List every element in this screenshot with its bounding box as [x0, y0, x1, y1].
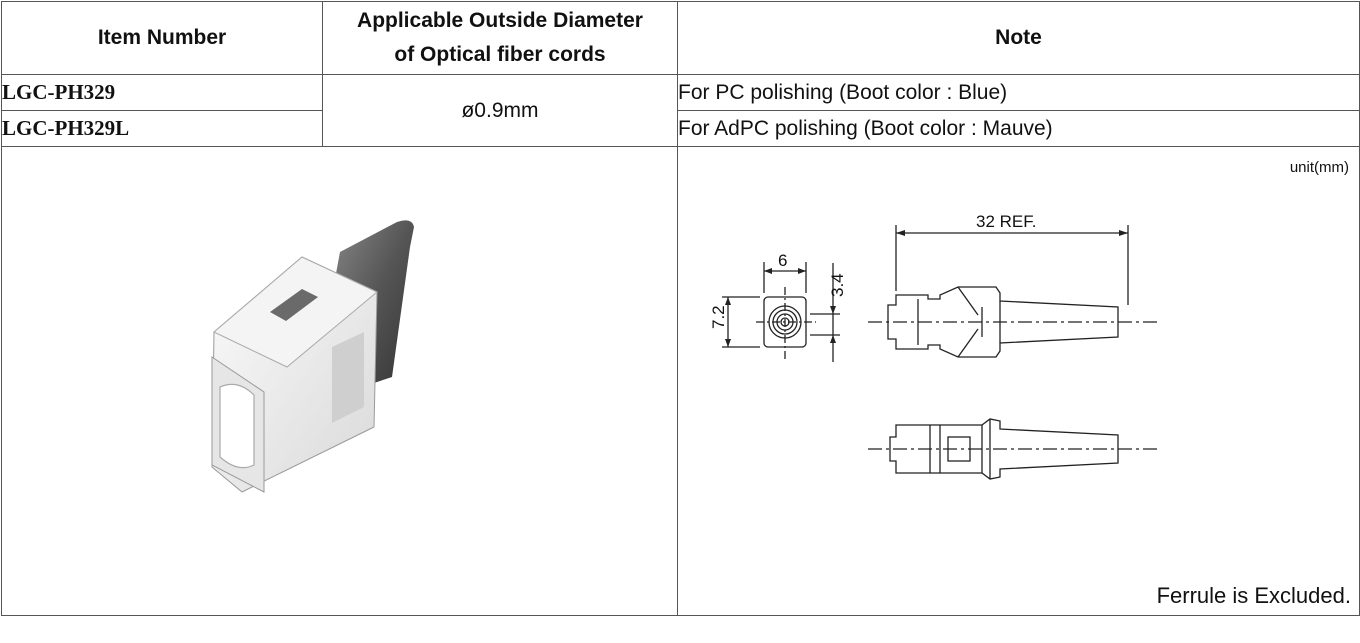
image-row: unit(mm) — [1, 146, 1360, 616]
dimension-drawing-cell: unit(mm) — [677, 146, 1360, 616]
dim-width-label: 6 — [778, 251, 787, 270]
header-outside-diameter: Applicable Outside Diameter of Optical f… — [322, 1, 678, 75]
header-note: Note — [677, 1, 1360, 75]
header-diameter-line1: Applicable Outside Diameter — [357, 9, 643, 32]
diameter-cell: ø0.9mm — [322, 74, 678, 147]
connector-photo — [211, 220, 414, 493]
note-cell: For PC polishing (Boot color : Blue) — [677, 74, 1360, 111]
item-number-cell: LGC-PH329L — [1, 110, 323, 147]
note-cell: For AdPC polishing (Boot color : Mauve) — [677, 110, 1360, 147]
table-row: LGC-PH329L For AdPC polishing (Boot colo… — [1, 110, 1360, 147]
header-row: Item Number Applicable Outside Diameter … — [1, 1, 1360, 75]
dim-length-label: 32 REF. — [976, 212, 1036, 231]
dim-offset-label: 3.4 — [828, 273, 847, 297]
dim-height-label: 7.2 — [709, 305, 728, 329]
item-number-cell: LGC-PH329 — [1, 74, 323, 111]
spec-table: Item Number Applicable Outside Diameter … — [1, 1, 1360, 616]
table-row: LGC-PH329 ø0.9mm For PC polishing (Boot … — [1, 74, 1360, 147]
ferrule-excluded-note: Ferrule is Excluded. — [1156, 583, 1351, 608]
connector-photo-cell — [1, 146, 678, 616]
header-diameter-line2: of Optical fiber cords — [394, 43, 606, 66]
header-item-number: Item Number — [1, 1, 323, 75]
dimension-drawing: 6 7.2 3.4 — [709, 212, 1158, 480]
unit-label: unit(mm) — [1289, 159, 1349, 176]
